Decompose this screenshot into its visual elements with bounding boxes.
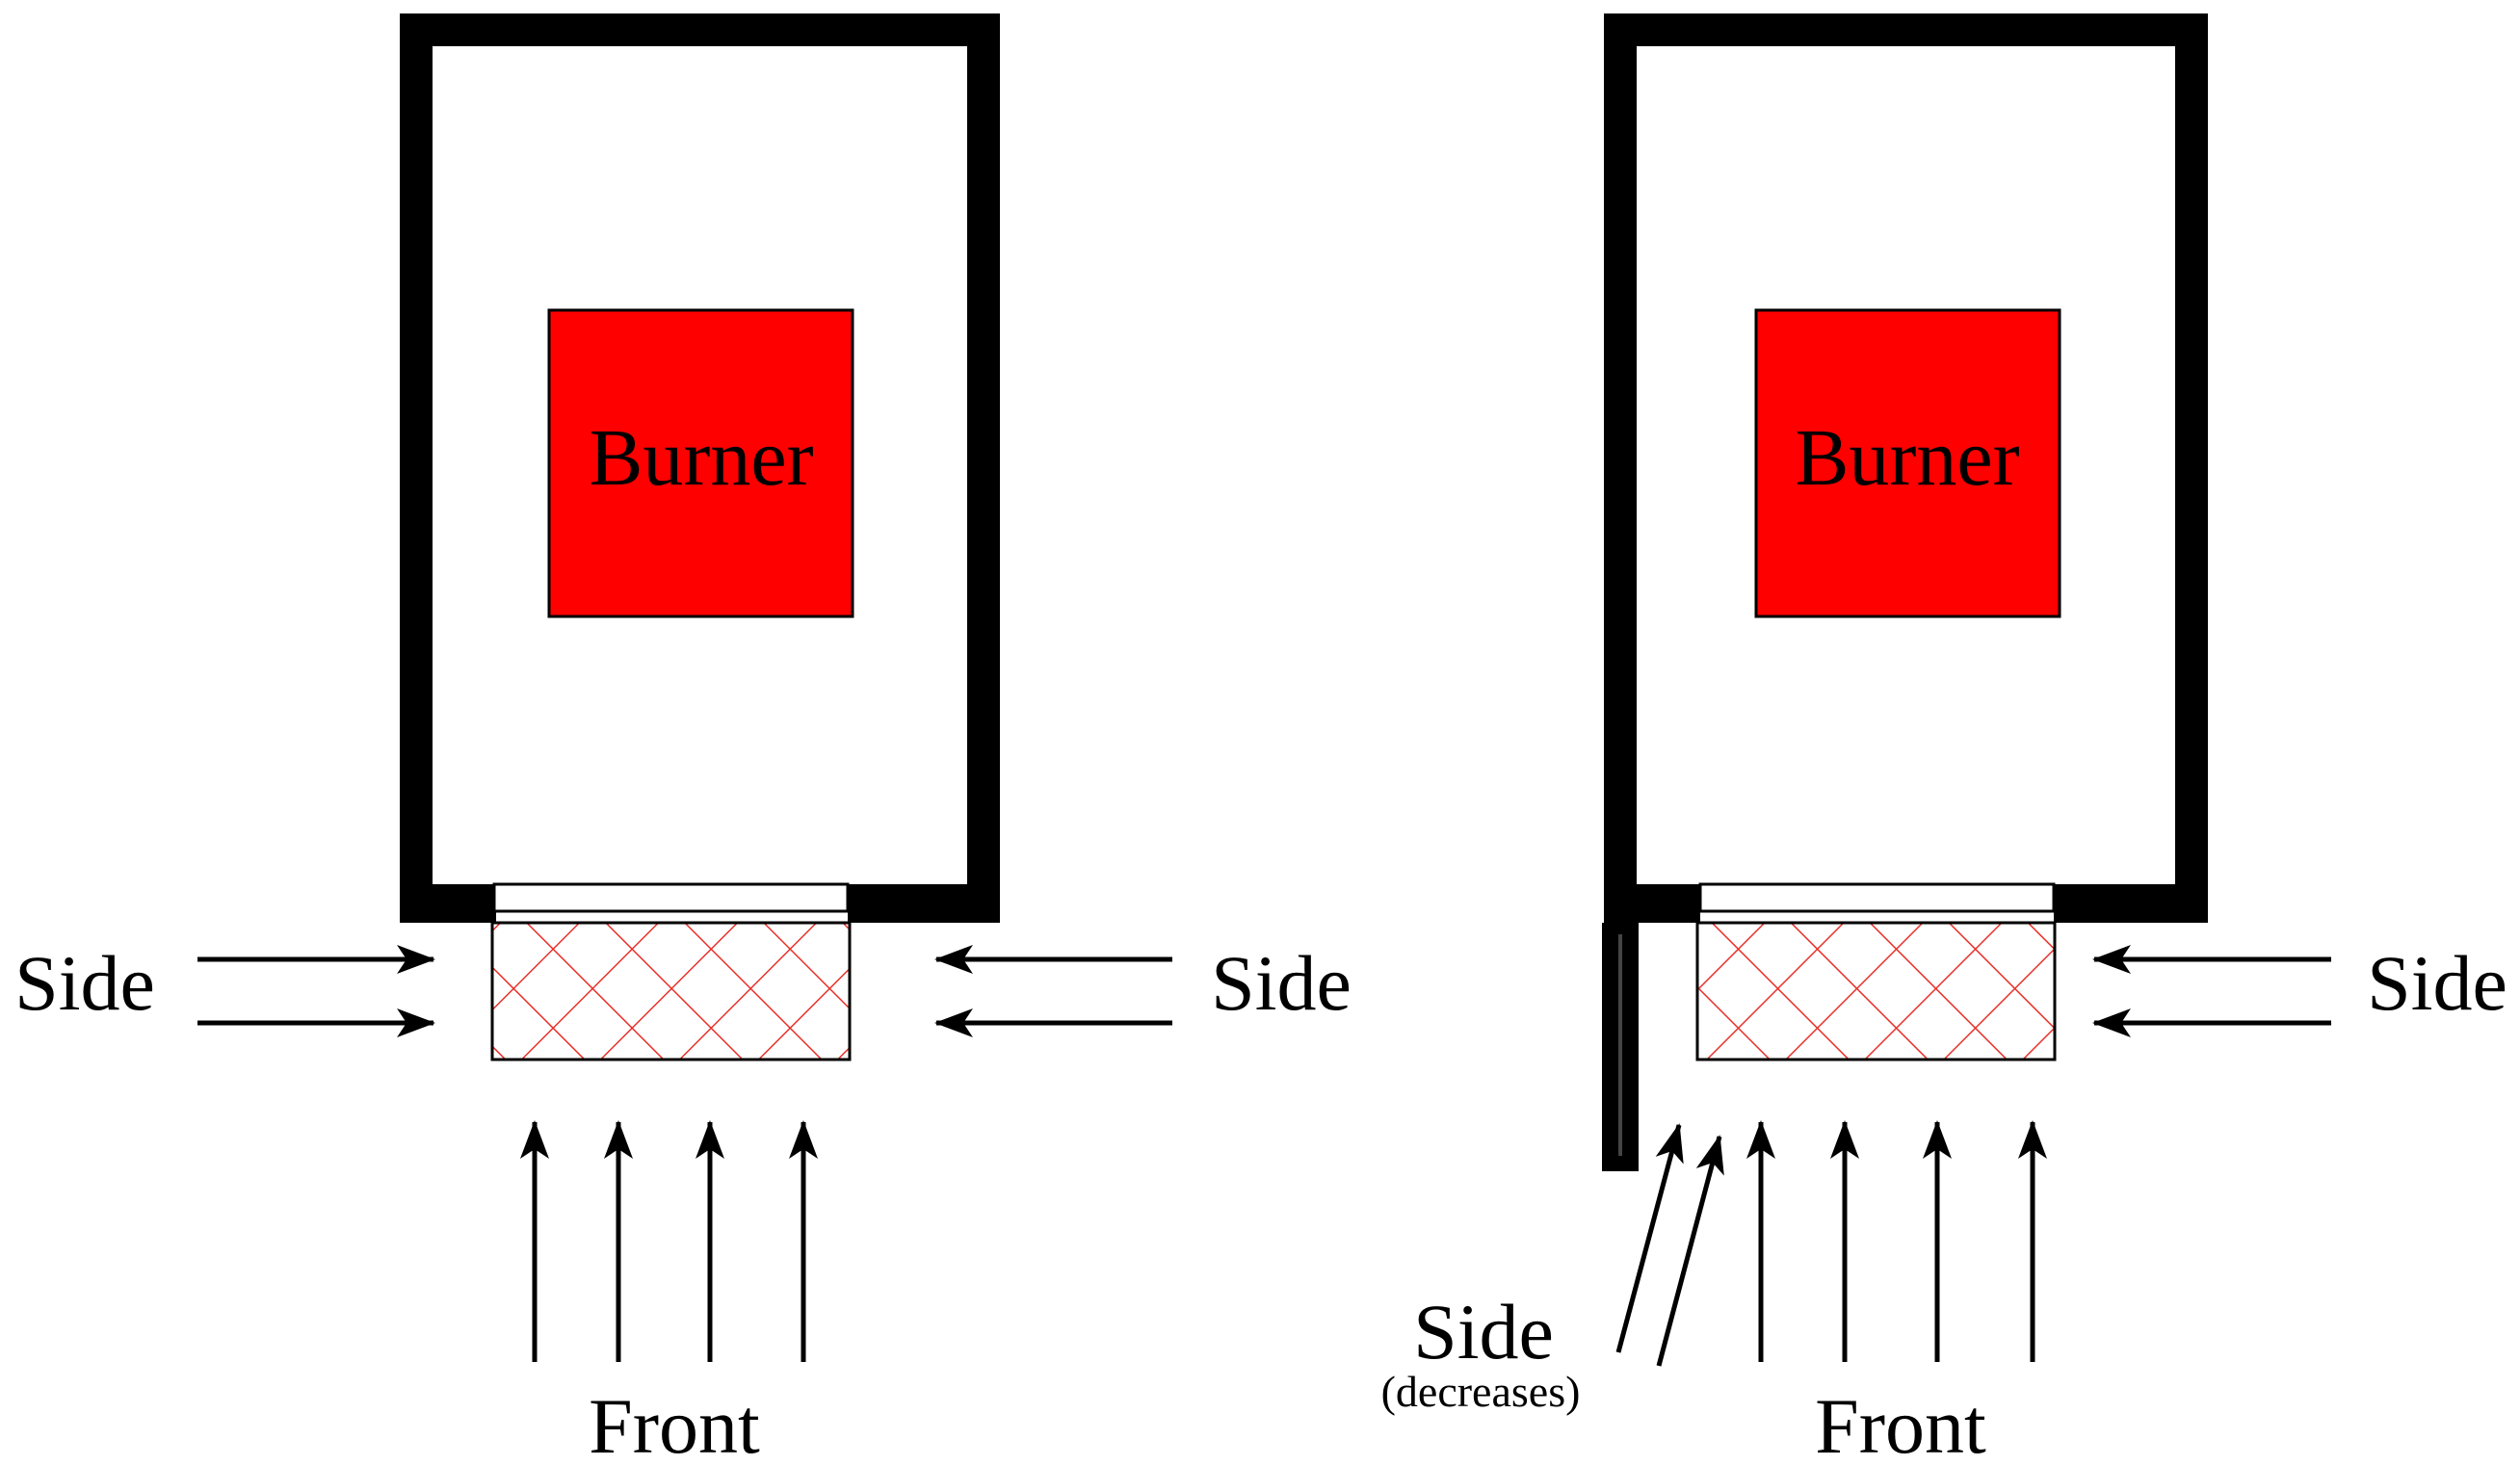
right-enclosure (1604, 13, 2208, 923)
left-burner (547, 308, 854, 618)
right-side-label-right: Side (2367, 939, 2507, 1027)
right-burner (1754, 308, 2061, 618)
right-opening-gap (1698, 882, 2056, 913)
right-burner-label: Burner (1795, 413, 2019, 503)
right-side-label-bottom: Side (1413, 1288, 1554, 1375)
left-side-label-left: Side (14, 939, 155, 1027)
right-enclosure-top-wall (1604, 13, 2208, 46)
right-enclosure-right-wall (2175, 13, 2208, 923)
left-enclosure (400, 13, 1000, 923)
right-side-diagonal-arrow-1 (1615, 1123, 1684, 1353)
right-front-label: Front (1815, 1382, 1986, 1466)
right-side-diagonal-arrow-2 (1656, 1135, 1724, 1367)
left-mesh-intake (490, 921, 852, 1061)
right-side-note-decreases: (decreases) (1381, 1367, 1581, 1416)
left-enclosure-bottom-wall-left (400, 884, 496, 923)
right-enclosure-bottom-wall-left (1604, 884, 1700, 923)
left-side-label-right: Side (1211, 939, 1352, 1027)
right-mesh-intake (1695, 921, 2057, 1061)
left-enclosure-right-wall (967, 13, 1000, 923)
left-enclosure-bottom-wall-right (848, 884, 1000, 923)
right-enclosure-bottom-wall-right (2054, 884, 2208, 923)
left-opening-gap (492, 882, 850, 913)
left-enclosure-top-wall (400, 13, 1000, 46)
right-enclosure-left-wall (1604, 13, 1637, 923)
left-front-label: Front (589, 1382, 760, 1466)
right-panel: Burner Side Side (decreases) Front (1381, 13, 2507, 1466)
left-burner-label: Burner (589, 413, 813, 503)
left-enclosure-left-wall (400, 13, 433, 923)
left-panel: Burner Side Side Front (14, 13, 1352, 1466)
